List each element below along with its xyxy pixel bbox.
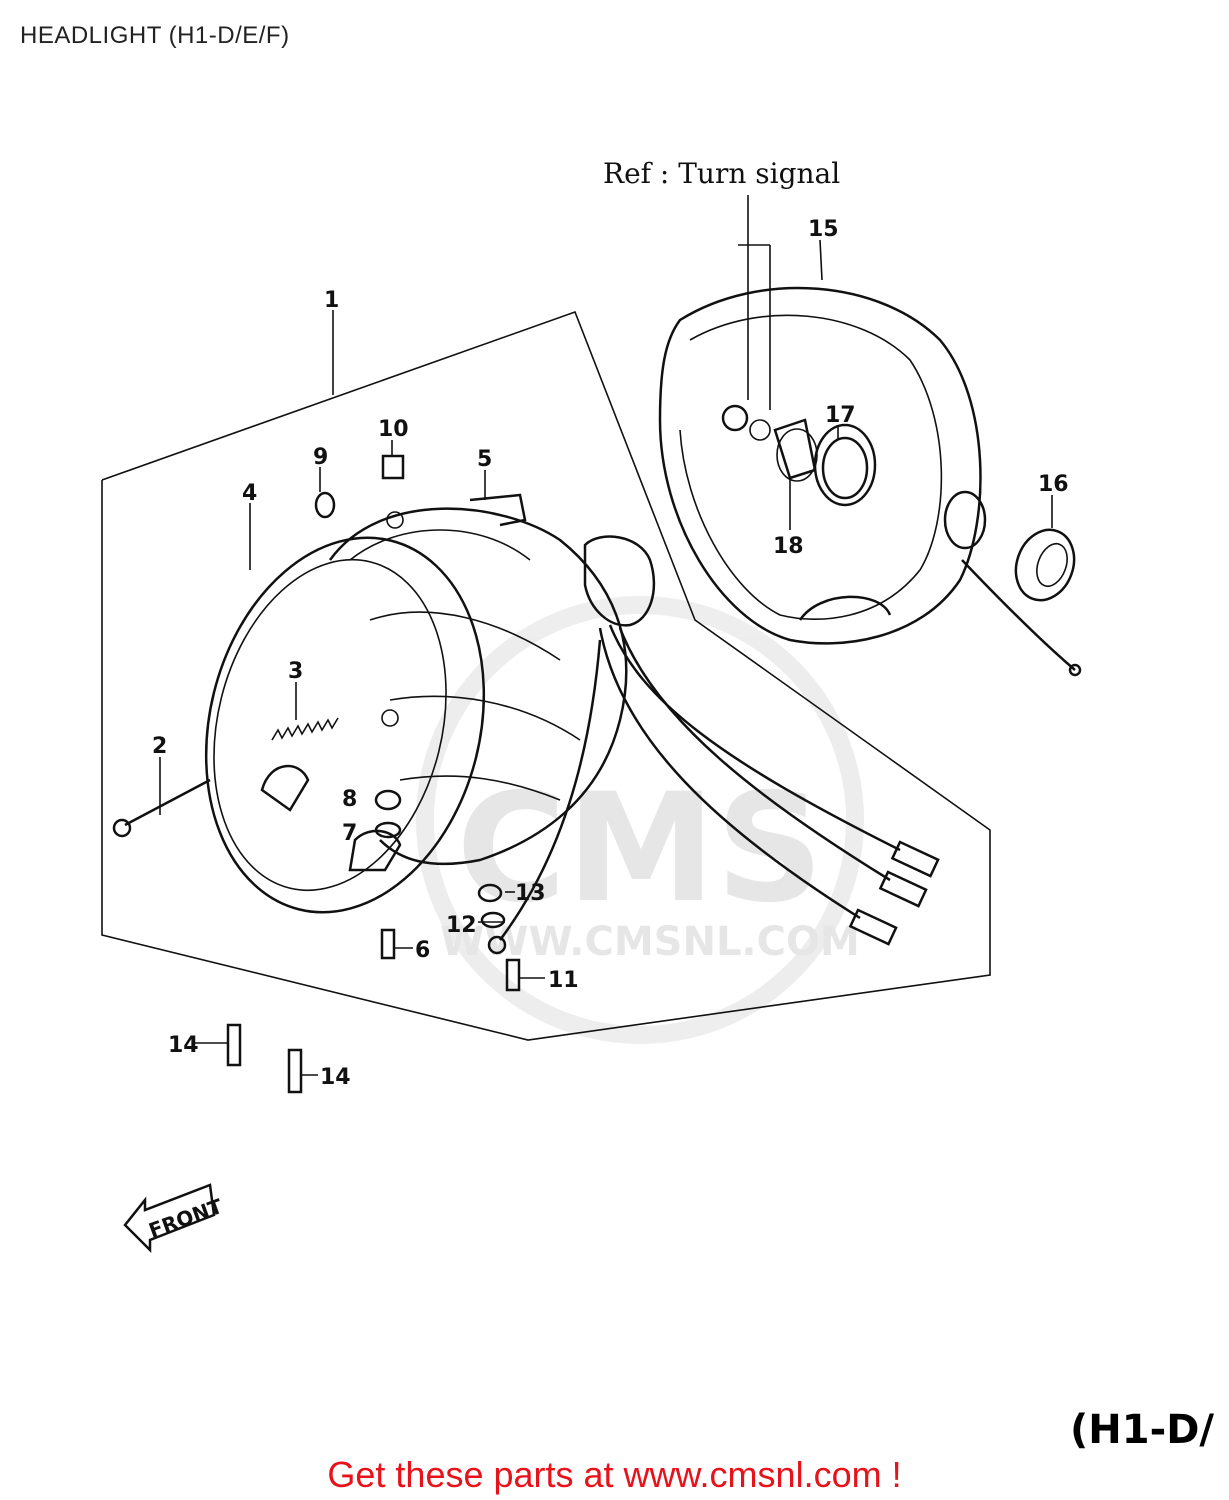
reference-note: Ref : Turn signal [603,157,840,190]
headlight-exploded-diagram: CMS WWW.CMSNL.COM [101,157,1214,1450]
callout-10: 10 [378,417,409,442]
callout-12: 12 [446,913,477,938]
callout-8: 8 [342,787,357,812]
watermark-logo: CMS [456,762,823,936]
callout-15: 15 [808,217,839,242]
grommet [1014,528,1076,602]
headlight-reflector [328,493,656,866]
callout-16: 16 [1038,472,1069,497]
get-parts-link[interactable]: Get these parts at www.cmsnl.com ! [327,1454,902,1495]
headlight-rim [204,536,486,914]
headlight-wires [487,624,940,955]
headlight-housing [658,286,1082,677]
callout-1: 1 [324,288,339,313]
callout-14b: 14 [320,1065,351,1090]
front-label: FRONT [146,1194,226,1243]
callout-11: 11 [548,968,579,993]
callout-3: 3 [288,659,303,684]
callout-13: 13 [515,881,546,906]
callout-18: 18 [773,534,804,559]
front-direction-arrow: FRONT [123,1183,226,1254]
callout-17: 17 [825,403,856,428]
callout-labels: 1 2 3 4 5 6 7 8 9 10 11 12 13 14 14 15 1… [152,217,1069,1090]
assembly-outline [101,310,991,1041]
page-title: HEADLIGHT (H1-D/E/F) [20,22,290,49]
model-tag: (H1-D/ [1070,1407,1214,1450]
cms-watermark: CMS WWW.CMSNL.COM [416,596,864,1044]
callout-7: 7 [342,821,357,846]
callout-6: 6 [415,938,430,963]
callout-14a: 14 [168,1033,199,1058]
fasteners [112,423,877,1094]
callout-2: 2 [152,734,167,759]
callout-9: 9 [313,445,328,470]
callout-4: 4 [242,481,257,506]
callout-5: 5 [477,447,492,472]
leader-lines [159,195,1053,1076]
